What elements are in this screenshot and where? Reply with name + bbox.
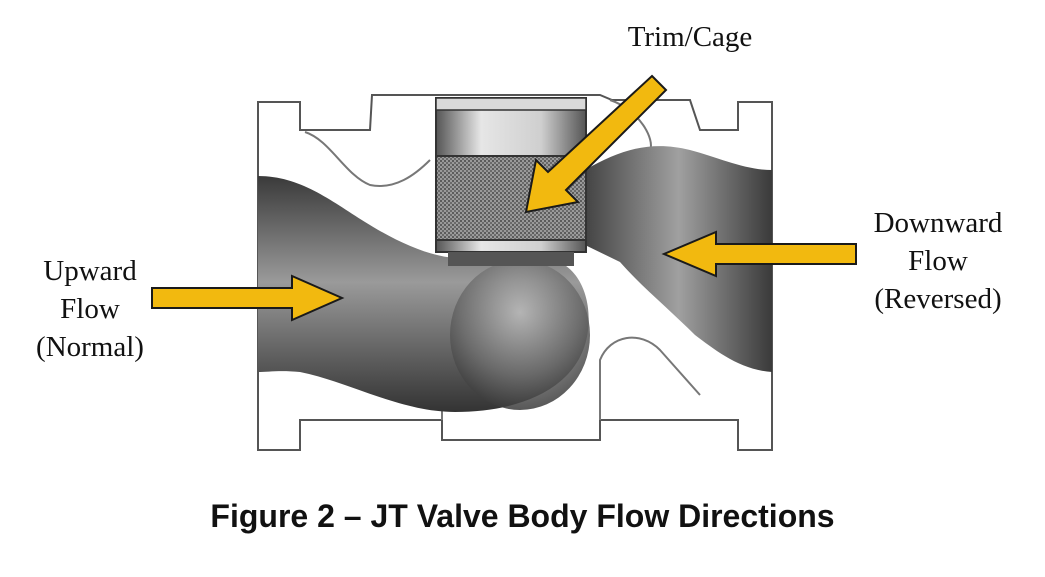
label-downward-flow: Downward Flow (Reversed) (838, 204, 1038, 318)
figure-caption: Figure 2 – JT Valve Body Flow Directions (210, 498, 835, 534)
label-trim-cage: Trim/Cage (627, 21, 753, 53)
label-downward-line-3: (Reversed) (874, 283, 1002, 315)
label-downward-line-2: Flow (908, 245, 968, 277)
trim-cage (435, 97, 587, 266)
label-upward-line-2: Flow (60, 293, 120, 325)
arrow-upward-flow (151, 274, 345, 322)
label-upward-flow: Upward Flow (Normal) (10, 252, 170, 366)
label-downward-line-1: Downward (873, 207, 1003, 239)
arrow-downward-flow (661, 230, 857, 278)
label-upward-line-1: Upward (43, 255, 137, 287)
arrow-trim-cage (524, 74, 668, 214)
label-upward-line-3: (Normal) (36, 331, 144, 363)
